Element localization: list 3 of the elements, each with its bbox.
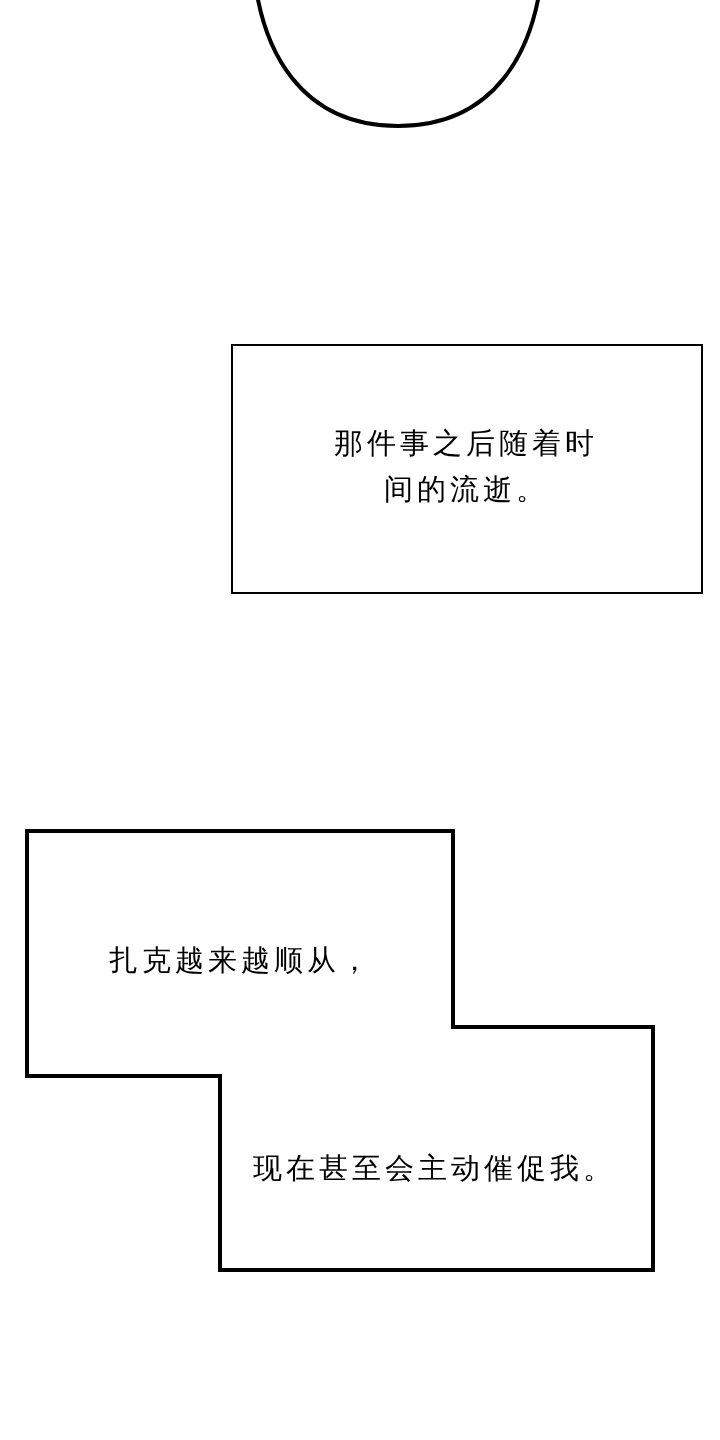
caption-text: 扎克越来越顺从， bbox=[109, 942, 374, 979]
caption-text: 那件事之后随着时间的流逝。 bbox=[333, 425, 599, 508]
caption-text: 现在甚至会主动催促我。 bbox=[253, 1150, 617, 1187]
